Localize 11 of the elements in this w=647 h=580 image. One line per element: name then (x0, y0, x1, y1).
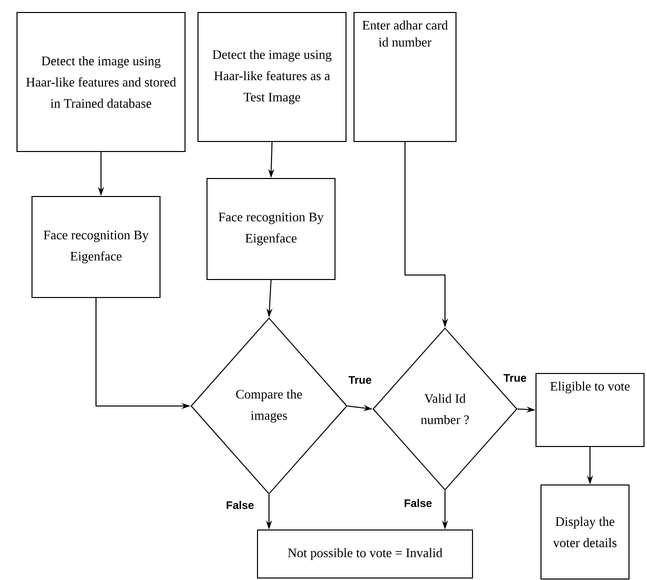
process-box: Detect the image using Haar-like features as a Test Image (198, 12, 346, 142)
edge-label: False (224, 500, 256, 510)
process-box: Eligible to vote (536, 373, 644, 447)
process-box: Not possible to vote = Invalid (257, 530, 473, 578)
edge-label: True (347, 375, 373, 385)
process-box: Detect the image using Haar-like features and stored in Trained database (16, 12, 186, 152)
edge-label: False (402, 498, 434, 508)
process-box: Face recognition By Eigenface (32, 196, 160, 298)
process-box: Enter adhar card id number (354, 12, 456, 142)
process-box: Face recognition By Eigenface (206, 178, 336, 280)
process-box: Display the voter details (540, 484, 630, 580)
